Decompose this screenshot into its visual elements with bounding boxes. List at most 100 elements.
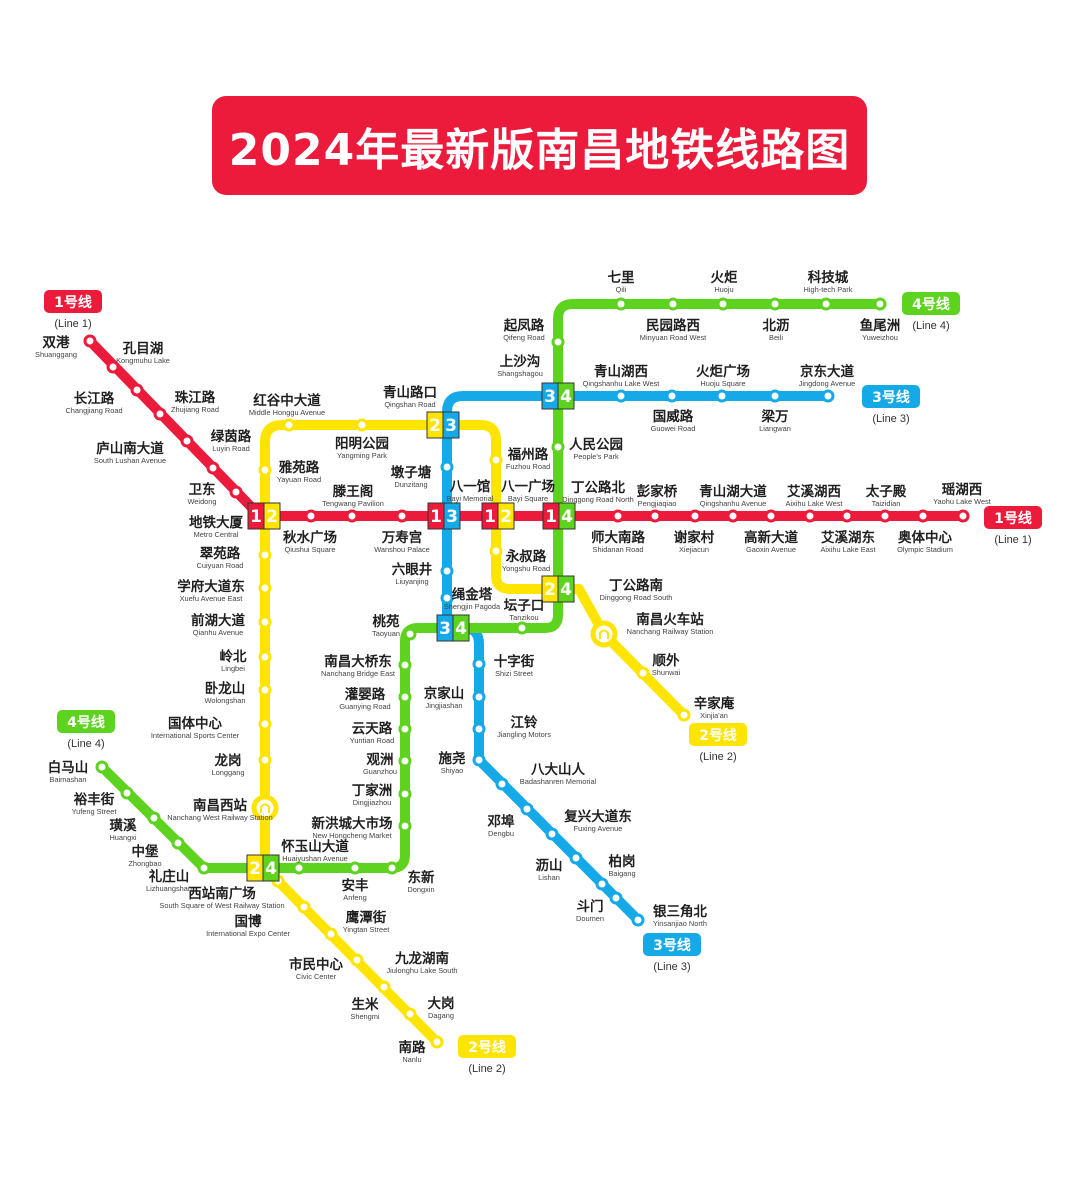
station-dot-xuefu[interactable] (258, 581, 272, 595)
station-dot-shunwai[interactable] (636, 666, 650, 680)
station-dot-shizijie[interactable] (472, 657, 486, 671)
station-dot-wolongshan[interactable] (258, 683, 272, 697)
station-dot-baimashan[interactable] (95, 760, 109, 774)
line-badge-line2[interactable]: 2号线(Line 2) (458, 1035, 516, 1075)
station-dot-yinsanjiaobei[interactable] (631, 913, 645, 927)
station-dot-beili[interactable] (768, 297, 782, 311)
station-dot-nanlu[interactable] (430, 1035, 444, 1049)
station-dot-xiejiacun[interactable] (688, 509, 702, 523)
station-dot-yongshulu[interactable] (489, 544, 503, 558)
station-dot-tanzikou[interactable] (515, 621, 529, 635)
line-badge-line4[interactable]: 4号线(Line 4) (902, 292, 960, 332)
station-dot-jiulonghunan[interactable] (377, 980, 391, 994)
station-dot-qingshanhuxi[interactable] (614, 389, 628, 403)
station-dot-guanzhou[interactable] (398, 754, 412, 768)
station-dot-yayuanlu[interactable] (258, 463, 272, 477)
station-dot-xinjiaan[interactable] (677, 708, 691, 722)
line-badge-line4[interactable]: 4号线(Line 4) (57, 710, 115, 750)
station-dot-guotizhongxin[interactable] (258, 717, 272, 731)
station-dot-lvyinlu[interactable] (206, 461, 220, 475)
station-dot-aixihudong[interactable] (840, 509, 854, 523)
station-dot-minyuan[interactable] (666, 297, 680, 311)
station-dot-shengmi[interactable] (403, 1007, 417, 1021)
station-dot-guobo[interactable] (297, 900, 311, 914)
station-dot-qianhu[interactable] (258, 615, 272, 629)
line-badge-line1[interactable]: 1号线(Line 1) (44, 290, 102, 330)
station-dot-nanchangdaqiaodong[interactable] (398, 658, 412, 672)
station-dot-lizhuangshan[interactable] (197, 861, 211, 875)
line-badge-line2[interactable]: 2号线(Line 2) (689, 723, 747, 763)
station-dot-weidong[interactable] (229, 485, 243, 499)
station-dot-jingjiashan[interactable] (472, 690, 486, 704)
station-dot-lishan[interactable] (569, 851, 583, 865)
station-dot-pengjiaqiao[interactable] (648, 509, 662, 523)
station-dot-yuntianlu[interactable] (398, 722, 412, 736)
station-dot-huaiyushan[interactable] (292, 861, 306, 875)
station-dot-anfeng[interactable] (348, 861, 362, 875)
station-dot-jiangling[interactable] (472, 722, 486, 736)
railway-station-icon-nanchanghuochezhan[interactable] (590, 620, 618, 648)
